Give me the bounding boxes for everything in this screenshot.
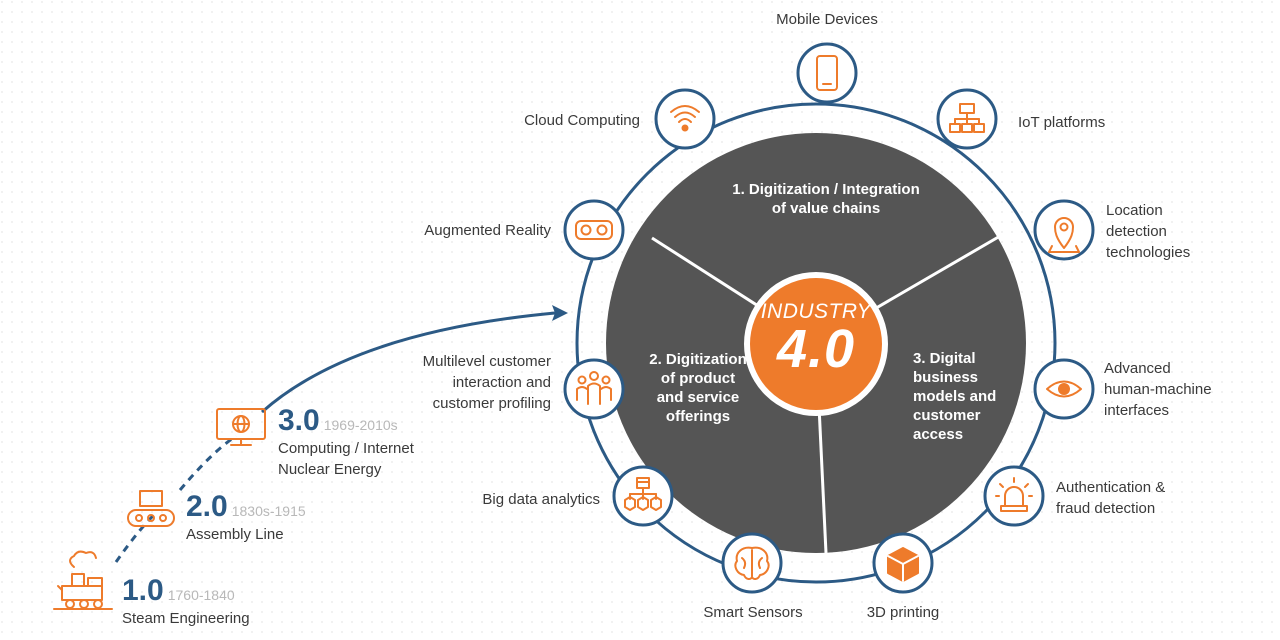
- era-years: 1830s-1915: [231, 503, 306, 519]
- location-pin-icon: [1033, 199, 1095, 261]
- label-line: IoT platforms: [1018, 114, 1106, 131]
- label-line: human-machine: [1104, 381, 1212, 398]
- label-3d-printing: 3D printing: [843, 602, 963, 623]
- label-line: Location: [1106, 202, 1163, 219]
- era-number: 1.0: [122, 574, 164, 607]
- brain-icon: [721, 532, 783, 594]
- era-name: Steam Engineering: [122, 610, 250, 627]
- conveyor-belt-icon: [127, 490, 175, 527]
- label-big-data: Big data analytics: [400, 489, 600, 510]
- label-line: fraud detection: [1056, 500, 1156, 517]
- timeline-arrowhead: [552, 305, 568, 321]
- label-line: 3D printing: [866, 604, 940, 621]
- people-group-icon: [563, 358, 625, 420]
- segment-2-text: 2. Digitization of product and service o…: [628, 350, 768, 426]
- segment-line: business: [913, 369, 979, 386]
- era-years: 1969-2010s: [323, 417, 398, 433]
- era-name: Computing / Internet: [278, 440, 414, 457]
- tablet-icon: [796, 42, 858, 104]
- label-augmented-reality: Augmented Reality: [351, 220, 551, 241]
- label-smart-sensors: Smart Sensors: [683, 602, 823, 623]
- label-line: Cloud Computing: [524, 112, 640, 129]
- vr-goggles-icon: [563, 199, 625, 261]
- label-cloud-computing: Cloud Computing: [440, 110, 640, 131]
- data-hierarchy-icon: [612, 465, 674, 527]
- label-line: Augmented Reality: [424, 222, 551, 239]
- label-mobile-devices: Mobile Devices: [727, 9, 927, 30]
- segment-line: models and: [913, 388, 997, 405]
- era-years: 1760-1840: [167, 587, 235, 603]
- network-icon: [936, 88, 998, 150]
- industry-4-hub: INDUSTRY 4.0: [744, 272, 888, 416]
- alarm-light-icon: [983, 465, 1045, 527]
- segment-1-text: 1. Digitization / Integration of value c…: [700, 180, 952, 218]
- label-iot-platforms: IoT platforms: [1018, 112, 1198, 133]
- label-line: detection: [1106, 223, 1167, 240]
- label-line: Big data analytics: [482, 491, 600, 508]
- era-name: Assembly Line: [186, 526, 284, 543]
- label-customer-profiling: Multilevel customer interaction and cust…: [371, 351, 551, 414]
- segment-line: of product: [660, 370, 736, 387]
- segment-3-text: 3. Digital business models and customer …: [913, 349, 1023, 444]
- label-line: interaction and: [452, 374, 551, 391]
- technology-ring: [575, 102, 1057, 584]
- label-location-detection: Location detection technologies: [1106, 200, 1256, 263]
- segment-line: customer: [913, 407, 981, 424]
- label-line: Authentication &: [1056, 479, 1166, 496]
- computer-monitor-icon: [216, 408, 266, 446]
- eye-icon: [1033, 358, 1095, 420]
- segment-line: access: [913, 426, 964, 443]
- label-line: interfaces: [1104, 402, 1170, 419]
- segment-line: 2. Digitization: [649, 351, 747, 368]
- segment-line: 3. Digital: [913, 350, 976, 367]
- segment-line: of value chains: [771, 200, 881, 217]
- segment-line: offerings: [665, 408, 731, 425]
- hub-title: INDUSTRY: [760, 300, 872, 323]
- segment-line: and service: [656, 389, 740, 406]
- steam-train-icon: [53, 550, 113, 610]
- label-line: technologies: [1106, 244, 1191, 261]
- era-name: Nuclear Energy: [278, 461, 382, 478]
- label-line: Mobile Devices: [776, 11, 878, 28]
- evolution-timeline: [114, 311, 556, 563]
- label-line: customer profiling: [432, 395, 551, 412]
- label-authentication: Authentication & fraud detection: [1056, 477, 1226, 519]
- label-line: Multilevel customer: [422, 353, 551, 370]
- label-line: Advanced: [1104, 360, 1171, 377]
- hub-version: 4.0: [776, 319, 856, 379]
- era-number: 2.0: [186, 490, 228, 523]
- segment-line: 1. Digitization / Integration: [732, 181, 920, 198]
- wifi-icon: [654, 88, 716, 150]
- cube-icon: [872, 532, 934, 594]
- label-human-machine: Advanced human-machine interfaces: [1104, 358, 1264, 421]
- era-number: 3.0: [278, 404, 320, 437]
- label-line: Smart Sensors: [703, 604, 803, 621]
